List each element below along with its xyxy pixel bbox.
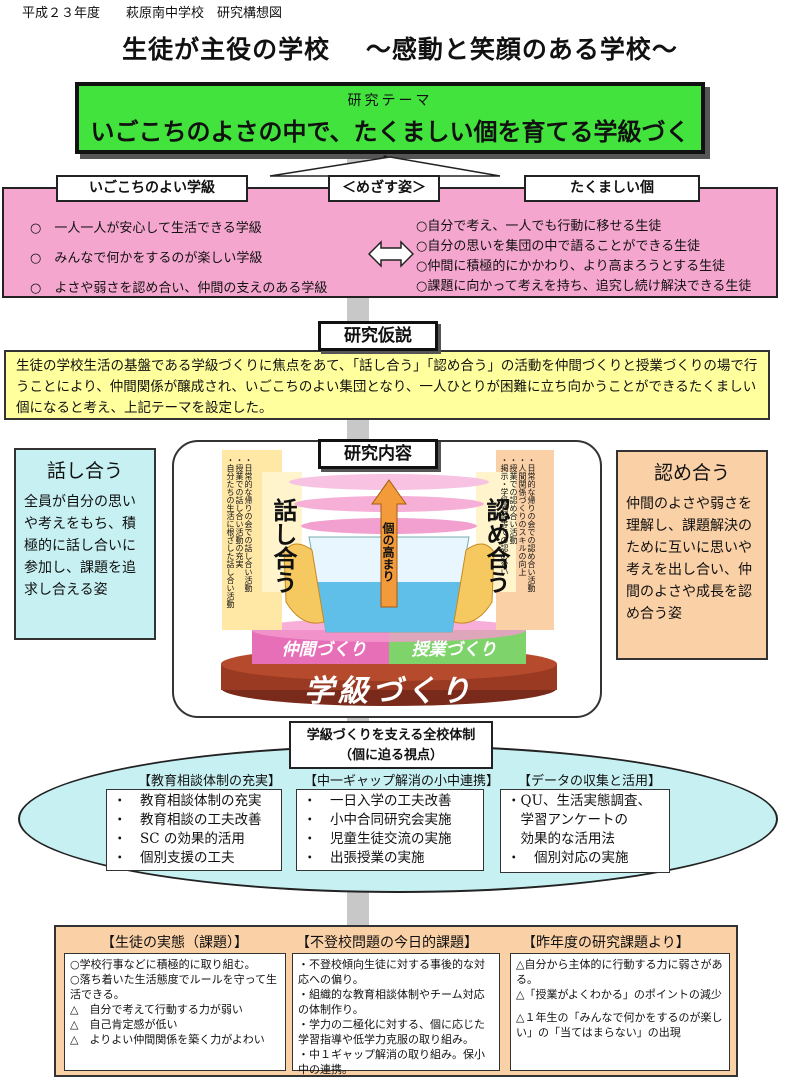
arrow-label: 個の高まり	[381, 522, 395, 582]
header-caption: 平成２３年度 萩原南中学校 研究構想図	[22, 6, 283, 21]
cup-left-big: 話し合う	[269, 498, 298, 594]
hypothesis-text: 生徒の学校生活の基盤である学級づくりに焦点をあて、「話し合う」「認め合う」の活動…	[4, 350, 770, 420]
goal-left-title: いごこちのよい学級	[56, 175, 248, 202]
cup-left-notes: ・日常的な帰りの会での話し合い活動 ・授業での話し合い活動の充実 ・自分たちの生…	[226, 456, 253, 608]
cup-right-big: 認め合う	[482, 498, 511, 594]
goal-right-title: たくましい個	[524, 175, 700, 202]
goal-right-item: ○自分で考え、一人でも行動に移せる生徒	[416, 219, 662, 234]
content-label: 研究内容	[318, 439, 438, 469]
right-hand	[453, 543, 495, 624]
background-panel: 【生徒の実態（課題）】 【不登校問題の今日的課題】 【昨年度の研究課題より】 ○…	[54, 925, 738, 1077]
goal-right-item: ○課題に向かって考えを持ち、追究し続け解決できる生徒	[416, 279, 752, 294]
goal-left-item: ○ みんなで何かをするのが楽しい学級	[30, 251, 263, 266]
theme-box: 研究テーマ いごこちのよさの中で、たくましい個を育てる学級づくり	[75, 82, 705, 181]
main-title: 生徒が主役の学校 ～感動と笑顔のある学校～	[122, 35, 678, 64]
theme-label: 研究テーマ	[347, 93, 433, 109]
support-label: 学級づくりを支える全校体制 （個に迫る視点）	[289, 721, 493, 769]
goal-center-title: ＜めざす姿＞	[328, 175, 440, 202]
background-col-title: 【昨年度の研究課題より】	[522, 935, 690, 951]
background-col-title: 【生徒の実態（課題）】	[101, 935, 248, 951]
hypothesis-label: 研究仮説	[318, 321, 438, 351]
mitomeau-title: 認め合う	[653, 462, 730, 484]
support-col-box: ・QU、生活実態調査、 学習アンケートの 効果的な活用法 ・ 個別対応の実施	[500, 789, 670, 873]
goal-left-item: ○ 一人一人が安心して生活できる学級	[30, 221, 262, 236]
tier-right-label: 授業づくり	[411, 640, 497, 660]
roof-triangle	[269, 156, 501, 177]
tier-left-label: 仲間づくり	[281, 640, 367, 660]
cup-right-notes: ・日常的な帰りの会での認め合い活動 ・人間関係づくりのスキルの向上 ・授業での認…	[500, 456, 536, 592]
mitomeau-text: 仲間のよさや弱さを理解し、課題解決のために互いに思いや考えを出し合い、仲間のよさ…	[626, 496, 752, 622]
hanashiau-text: 全員が自分の思いや考えをもち、積極的に話し合いに参加し、課題を追求し合える姿	[24, 494, 136, 598]
support-col-title: 【教育相談体制の充実】	[138, 774, 282, 789]
hanashiau-box: 話し合う 全員が自分の思いや考えをもち、積極的に話し合いに参加し、課題を追求し合…	[14, 448, 156, 640]
support-col-box: ・ 教育相談体制の充実 ・ 教育相談の工夫改善 ・ SC の効果的活用 ・ 個別…	[106, 789, 282, 871]
goal-left-item: ○ よさや弱さを認め合い、仲間の支えのある学級	[30, 281, 328, 296]
growth-arrow-icon	[371, 479, 407, 608]
goal-right-item: ○自分の思いを集団の中で語ることができる生徒	[416, 239, 701, 254]
base-label: 学級づくり	[304, 674, 474, 709]
left-hand	[283, 543, 325, 624]
support-col-title: 【中一ギャップ解消の小中連携】	[304, 774, 500, 789]
background-col-title: 【不登校問題の今日的課題】	[296, 935, 478, 951]
content-illustration: ・日常的な帰りの会での話し合い活動 ・授業での話し合い活動の充実 ・自分たちの生…	[172, 440, 602, 718]
background-col-box: ○学校行事などに積極的に取り組む。 ○落ち着いた生活態度でルールを守って生活でき…	[64, 953, 286, 1071]
support-col-box: ・ 一日入学の工夫改善 ・ 小中合同研究会実施 ・ 児童生徒交流の実施 ・ 出張…	[296, 789, 484, 871]
support-col-title: 【データの収集と活用】	[518, 774, 662, 789]
goal-right-item: ○仲間に積極的にかかわり、より高まろうとする生徒	[416, 259, 726, 274]
double-arrow-icon	[368, 240, 414, 268]
goals-panel: ○ 一人一人が安心して生活できる学級 ○ みんなで何かをするのが楽しい学級 ○ …	[2, 187, 778, 298]
background-col-box: ・不登校傾向生徒に対する事後的な対応への偏り。 ・組織的な教育相談体制やチーム対…	[292, 953, 500, 1076]
support-ellipse: 【教育相談体制の充実】 【中一ギャップ解消の小中連携】 【データの収集と活用】 …	[18, 745, 778, 893]
hanashiau-title: 話し合う	[46, 460, 123, 482]
background-col-box: △自分から主体的に行動する力に弱さがある。 △「授業がよくわかる」のポイントの減…	[510, 953, 730, 1071]
mitomeau-box: 認め合う 仲間のよさや弱さを理解し、課題解決のために互いに思いや考えを出し合い、…	[616, 450, 768, 660]
